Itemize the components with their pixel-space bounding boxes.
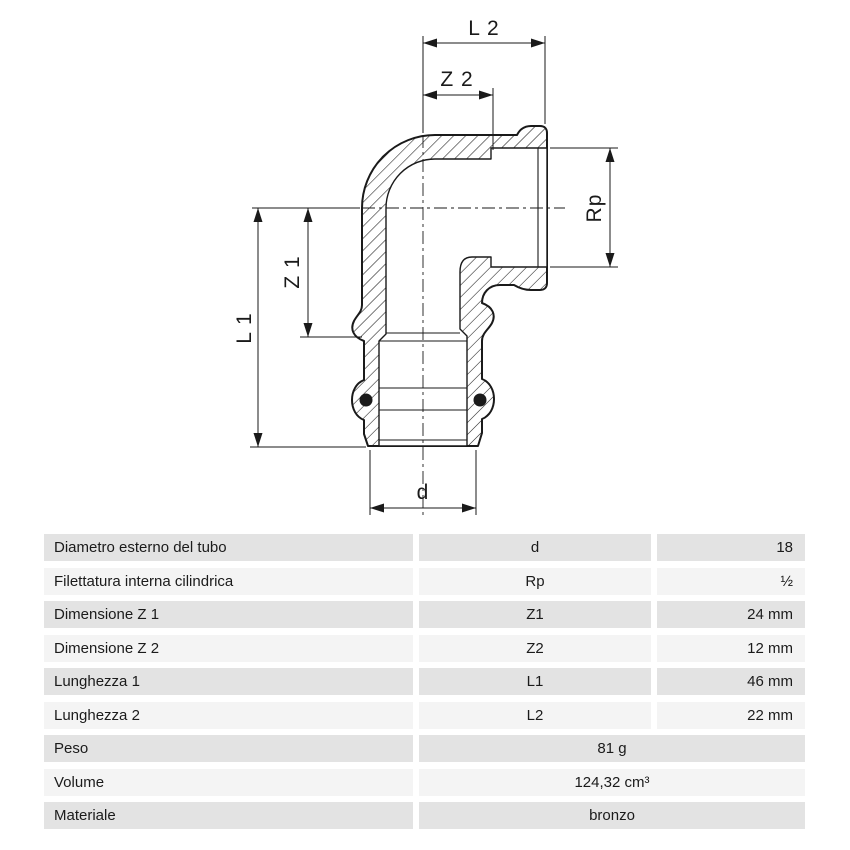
row-symbol: L2 — [419, 701, 651, 729]
row-symbol: Rp — [419, 567, 651, 595]
row-label: Dimensione Z 2 — [44, 634, 413, 662]
table-row-materiale: Materiale bronzo — [44, 802, 805, 829]
row-symbol: L1 — [419, 668, 651, 695]
row-value: 22 mm — [657, 701, 805, 729]
row-value: 124,32 cm³ — [419, 768, 805, 796]
row-symbol: d — [419, 534, 651, 561]
dimension-label-z1: Z 1 — [281, 255, 304, 288]
row-symbol: Z1 — [419, 601, 651, 628]
dimension-z1: Z 1 — [281, 208, 362, 338]
row-value: ½ — [657, 567, 805, 595]
table-row-dimensione-z1: Dimensione Z 1 Z1 24 mm — [44, 601, 805, 628]
row-value: 24 mm — [657, 601, 805, 628]
technical-drawing: L 2 Z 2 Rp — [233, 17, 618, 518]
oring-dot-right — [473, 393, 487, 407]
row-label: Materiale — [44, 802, 413, 829]
row-value: 46 mm — [657, 668, 805, 695]
row-symbol: Z2 — [419, 634, 651, 662]
dimension-label-d: d — [417, 481, 430, 504]
row-value: 81 g — [419, 735, 805, 762]
table-row-filettatura: Filettatura interna cilindrica Rp ½ — [44, 567, 805, 595]
table-row-lunghezza-2: Lunghezza 2 L2 22 mm — [44, 701, 805, 729]
row-value: 12 mm — [657, 634, 805, 662]
dimension-label-l2: L 2 — [468, 17, 499, 40]
dimension-rp: Rp — [550, 147, 618, 268]
dimension-label-l1: L 1 — [233, 312, 256, 343]
spec-table: Diametro esterno del tubo d 18 Filettatu… — [44, 534, 805, 836]
technical-drawing-area: L 2 Z 2 Rp — [233, 17, 618, 518]
dimension-z2: Z 2 — [423, 68, 494, 150]
row-value: bronzo — [419, 802, 805, 829]
table-row-volume: Volume 124,32 cm³ — [44, 768, 805, 796]
fitting-cross-section — [351, 125, 548, 447]
oring-dot-left — [359, 393, 373, 407]
fitting-bore — [378, 147, 548, 447]
row-label: Lunghezza 2 — [44, 701, 413, 729]
dimension-l1: L 1 — [233, 208, 366, 448]
table-row-peso: Peso 81 g — [44, 735, 805, 762]
row-label: Peso — [44, 735, 413, 762]
row-label: Lunghezza 1 — [44, 668, 413, 695]
row-label: Filettatura interna cilindrica — [44, 567, 413, 595]
dimension-d: d — [369, 450, 477, 515]
dimension-label-z2: Z 2 — [440, 68, 473, 91]
centerlines — [362, 135, 565, 518]
table-row-dimensione-z2: Dimensione Z 2 Z2 12 mm — [44, 634, 805, 662]
row-label: Volume — [44, 768, 413, 796]
table-row-lunghezza-1: Lunghezza 1 L1 46 mm — [44, 668, 805, 695]
row-label: Dimensione Z 1 — [44, 601, 413, 628]
dimension-label-rp: Rp — [583, 194, 606, 223]
table-row-diametro: Diametro esterno del tubo d 18 — [44, 534, 805, 561]
row-value: 18 — [657, 534, 805, 561]
row-label: Diametro esterno del tubo — [44, 534, 413, 561]
dimension-l2: L 2 — [422, 17, 546, 133]
